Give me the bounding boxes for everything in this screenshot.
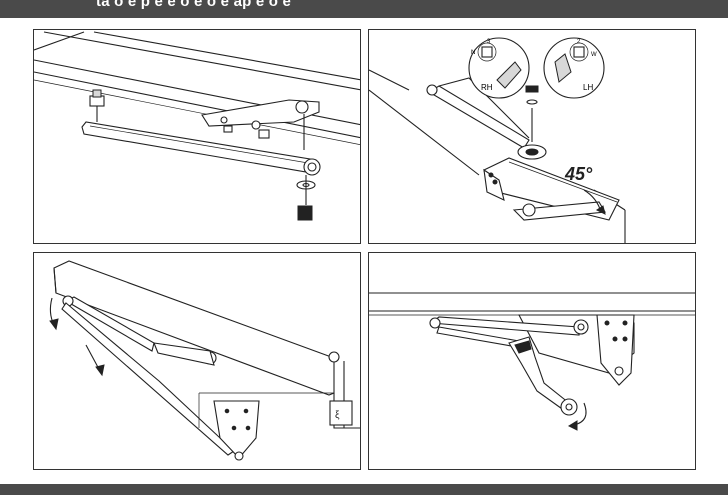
svg-text:N: N	[471, 50, 475, 56]
rh-label: RH	[481, 83, 493, 92]
lh-callout	[543, 37, 605, 99]
arm-bolt-assembly-illustration	[34, 31, 360, 221]
lh-label: LH	[583, 83, 593, 92]
wrench-adjustment-illustration	[369, 292, 695, 431]
header-text: ta o e p e e o e o e ap e o e	[96, 0, 292, 10]
footer-bar	[0, 484, 728, 495]
svg-text:ξ: ξ	[335, 410, 340, 421]
step-2-panel: 3 N 2 W RH LH 45°	[368, 29, 696, 244]
step-3-panel: ξ	[33, 252, 361, 470]
door-arm-rotation-illustration: ξ	[49, 260, 360, 461]
angle-label: 45°	[564, 164, 593, 184]
step-1-panel	[33, 29, 361, 244]
svg-text:W: W	[591, 52, 597, 58]
header-bar: ta o e p e e o e o e ap e o e	[0, 0, 728, 18]
svg-text:3: 3	[487, 39, 491, 45]
arm-position-illustration: 3 N 2 W RH LH 45°	[369, 37, 626, 243]
svg-text:2: 2	[577, 39, 581, 45]
step-4-panel	[368, 252, 696, 470]
